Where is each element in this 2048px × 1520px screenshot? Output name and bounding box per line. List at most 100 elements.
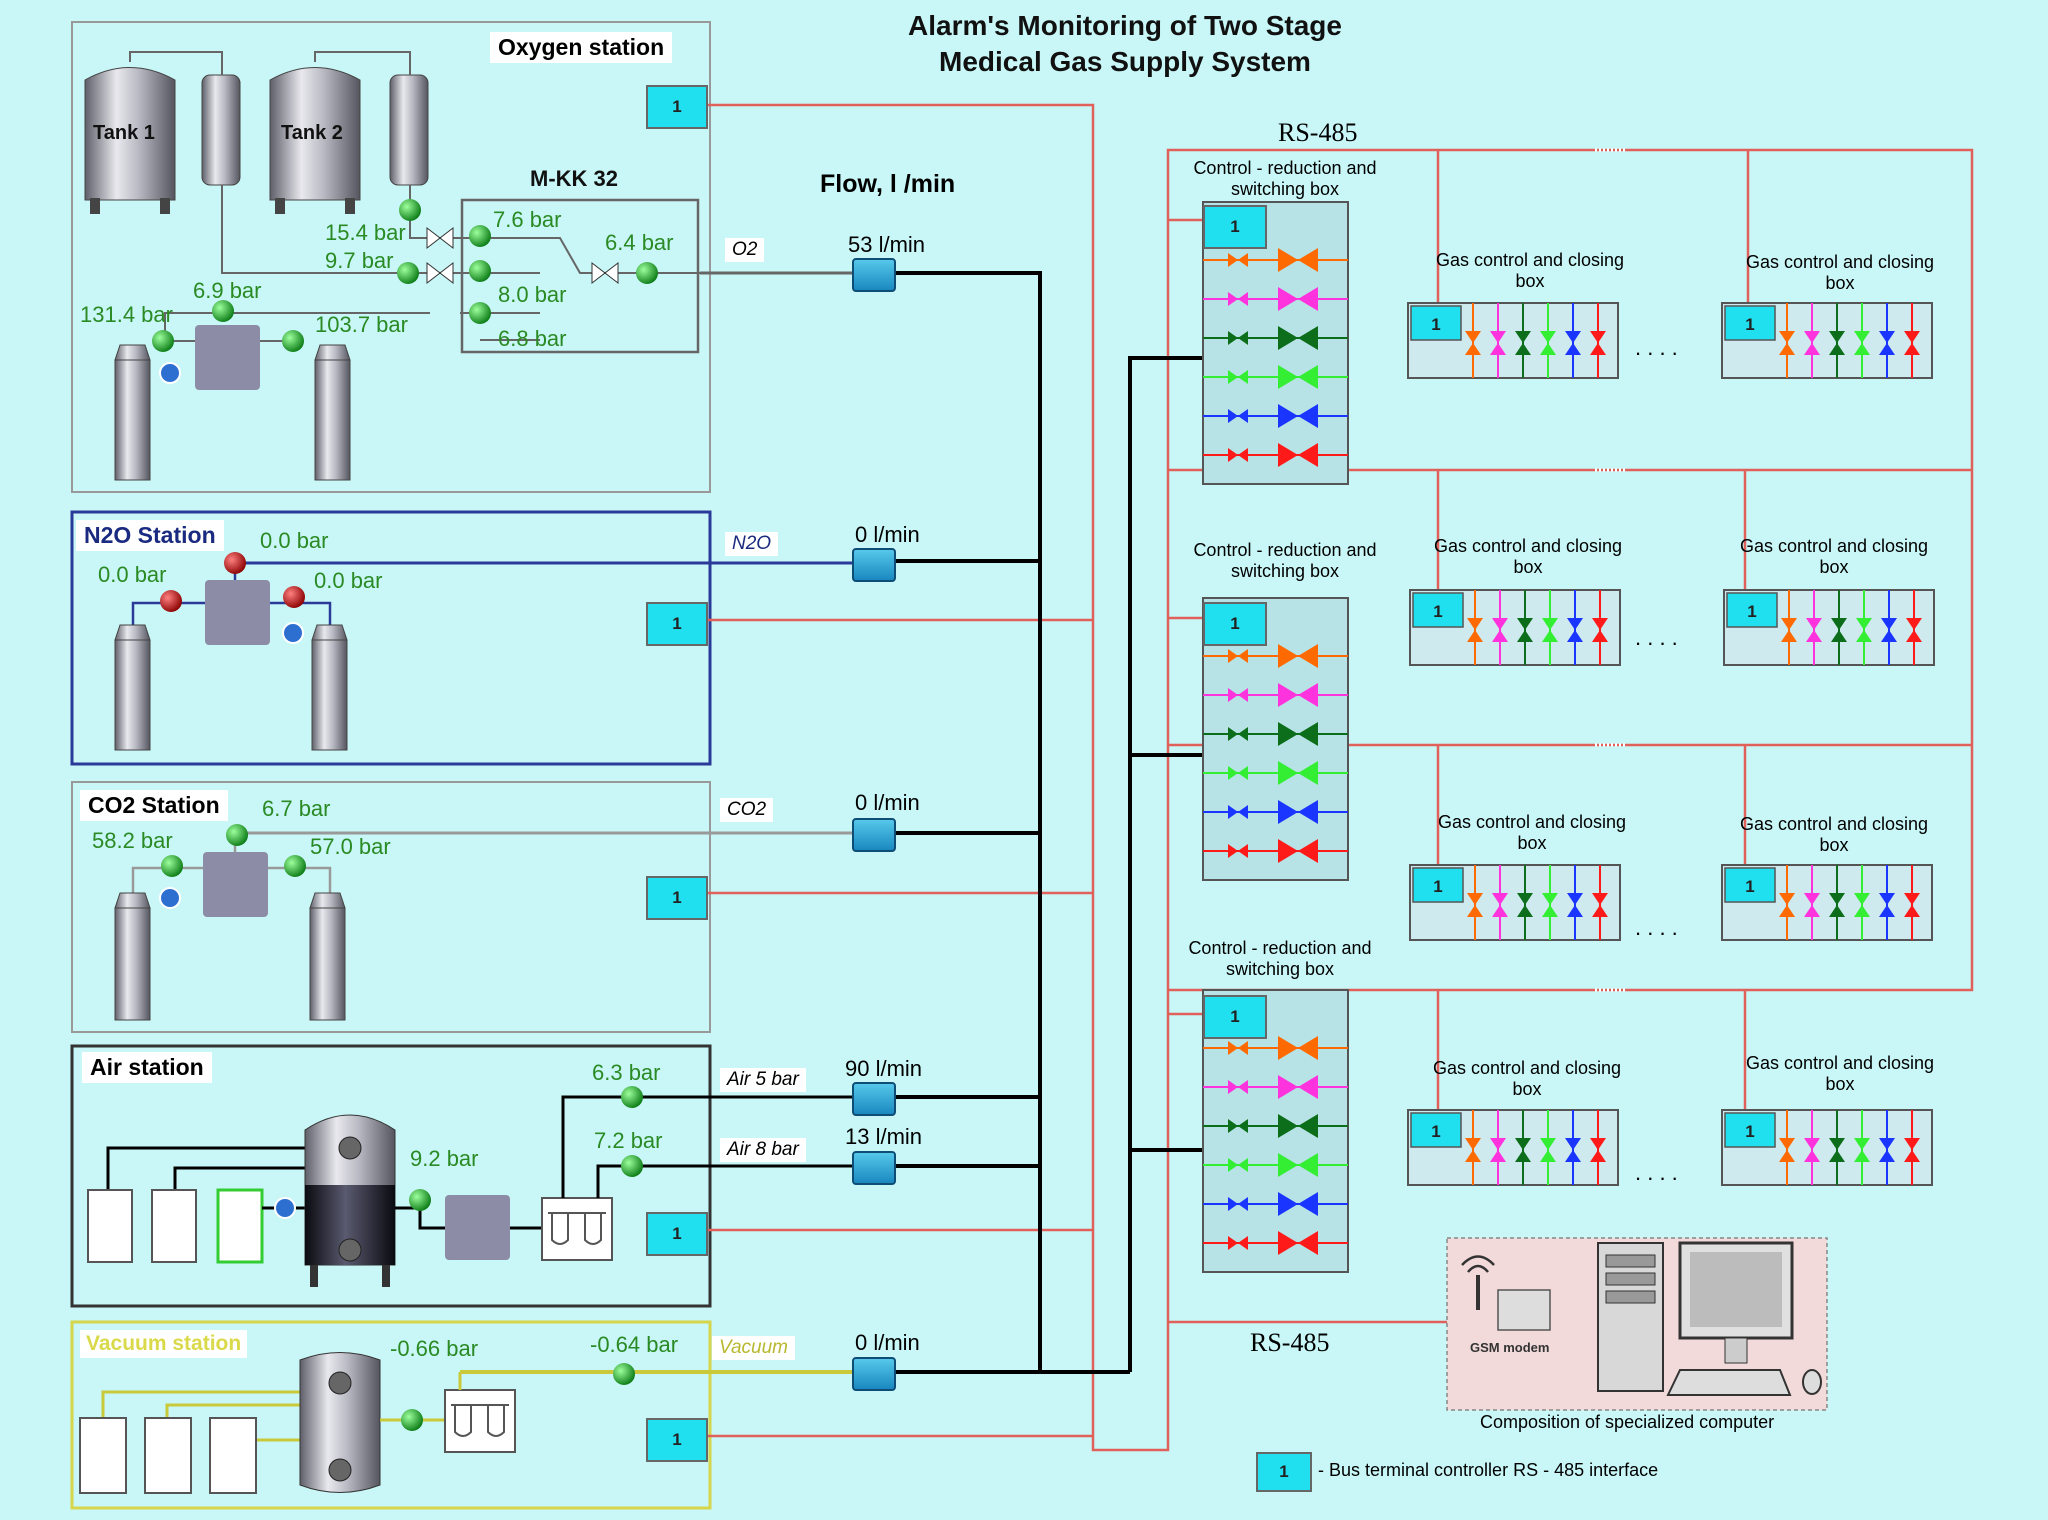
vacuum-flow: 0 l/min: [855, 1330, 920, 1355]
gas-box-terminal[interactable]: [1724, 867, 1776, 903]
legend-text: - Bus terminal controller RS - 485 inter…: [1318, 1460, 1659, 1480]
gas-valve-icon: [1904, 1138, 1920, 1150]
gas-valve-icon: [1517, 618, 1533, 630]
gas-row-3-ellipsis: . . . .: [1635, 915, 1678, 940]
oxygen-equipment: [84, 51, 700, 481]
gas-box-terminal[interactable]: [1412, 867, 1464, 903]
gas-valve-icon: [1781, 618, 1797, 630]
o2-pressure-6-8: 6.8 bar: [498, 326, 567, 351]
gas-box-r4-right-label: Gas control and closing box: [1745, 1053, 1935, 1094]
small-valve-icon: [1228, 1080, 1238, 1094]
gas-box-r3-left-label: Gas control and closing box: [1437, 812, 1627, 853]
legend-terminal-swatch: 1: [1256, 1452, 1312, 1492]
vacuum-pressure-left: -0.66 bar: [390, 1336, 479, 1361]
gas-valve-icon: [1590, 1138, 1606, 1150]
gas-box-terminal[interactable]: [1410, 1112, 1462, 1148]
small-valve-icon: [1228, 1119, 1238, 1133]
gas-valve-icon: [1804, 331, 1820, 343]
gas-box-terminal[interactable]: [1726, 592, 1778, 628]
gas-box-terminal-label: 1: [1431, 315, 1440, 334]
bus-dotted-segments: [1595, 148, 1625, 992]
n2o-gas-label: N2O: [725, 532, 779, 556]
small-valve-icon: [1228, 688, 1238, 702]
large-valve-icon: [1278, 1192, 1298, 1216]
o2-pressure-103-7: 103.7 bar: [315, 312, 408, 337]
large-valve-icon: [1278, 326, 1298, 350]
gas-box-terminal[interactable]: [1410, 305, 1462, 341]
small-valve-icon: [1228, 292, 1238, 306]
large-valve-icon: [1278, 443, 1298, 467]
air8-gas-label: Air 8 bar: [720, 1138, 806, 1162]
gas-valve-icon: [1779, 893, 1795, 905]
gas-valve-icon: [1517, 893, 1533, 905]
vacuum-pressure-right: -0.64 bar: [590, 1332, 679, 1357]
large-valve-icon: [1278, 248, 1298, 272]
control-box-2-terminal[interactable]: 1: [1203, 602, 1267, 646]
gas-box-r1-left-label: Gas control and closing box: [1435, 250, 1625, 291]
co2-flow: 0 l/min: [855, 790, 920, 815]
co2-station-header: CO2 Station: [80, 790, 228, 821]
o2-pressure-6-9: 6.9 bar: [193, 278, 262, 303]
air5-gas-label: Air 5 bar: [720, 1068, 806, 1092]
o2-pressure-15-4: 15.4 bar: [325, 220, 406, 245]
control-box-3-terminal[interactable]: 1: [1203, 995, 1267, 1039]
n2o-equipment: [114, 552, 348, 751]
gas-valve-icon: [1565, 331, 1581, 343]
gas-valve-icon: [1906, 618, 1922, 630]
gas-box-terminal[interactable]: [1724, 305, 1776, 341]
large-valve-icon: [1278, 287, 1298, 311]
air5-flow-meter: [852, 1082, 896, 1116]
n2o-bus-terminal[interactable]: 1: [646, 602, 708, 646]
co2-bus-terminal[interactable]: 1: [646, 876, 708, 920]
large-valve-icon: [1278, 1231, 1298, 1255]
gas-valve-icon: [1490, 331, 1506, 343]
o2-flow-meter: [852, 258, 896, 292]
large-valve-icon: [1278, 683, 1298, 707]
computer-caption: Composition of specialized computer: [1480, 1412, 1775, 1432]
control-box-3-label: Control - reduction and switching box: [1188, 938, 1372, 979]
title-line-1: Alarm's Monitoring of Two Stage: [908, 10, 1342, 41]
gas-valve-icon: [1831, 618, 1847, 630]
oxygen-bus-terminal[interactable]: 1: [646, 85, 708, 129]
gas-box-terminal[interactable]: [1724, 1112, 1776, 1148]
gas-valve-icon: [1592, 893, 1608, 905]
co2-equipment: [114, 824, 346, 1021]
large-valve-icon: [1278, 722, 1298, 746]
o2-pressure-9-7: 9.7 bar: [325, 248, 394, 273]
gas-valve-icon: [1904, 331, 1920, 343]
control-box-1-terminal[interactable]: 1: [1203, 205, 1267, 249]
gas-box-terminal-label: 1: [1747, 602, 1756, 621]
small-valve-icon: [1228, 1236, 1238, 1250]
gas-valve-icon: [1465, 1138, 1481, 1150]
gas-valve-icon: [1854, 893, 1870, 905]
mkk32-label: M-KK 32: [530, 166, 619, 191]
vacuum-gas-label: Vacuum: [712, 1336, 795, 1360]
control-box-1: [1202, 201, 1349, 485]
title-line-2: Medical Gas Supply System: [939, 46, 1311, 77]
gas-valve-icon: [1879, 1138, 1895, 1150]
large-valve-icon: [1278, 365, 1298, 389]
gas-box-r3-right-label: Gas control and closing box: [1739, 814, 1929, 855]
vacuum-flow-meter: [852, 1357, 896, 1391]
gas-box-terminal-label: 1: [1431, 1122, 1440, 1141]
air-pressure-6-3: 6.3 bar: [592, 1060, 661, 1085]
gas-valve-icon: [1856, 618, 1872, 630]
vacuum-bus-terminal[interactable]: 1: [646, 1418, 708, 1462]
gas-valve-icon: [1515, 331, 1531, 343]
gas-valve-icon: [1854, 331, 1870, 343]
gas-valve-icon: [1592, 618, 1608, 630]
o2-pressure-7-6: 7.6 bar: [493, 207, 562, 232]
air-pressure-7-2: 7.2 bar: [594, 1128, 663, 1153]
co2-station-frame: [71, 781, 711, 1033]
air-bus-terminal[interactable]: 1: [646, 1212, 708, 1256]
co2-pressure-left: 58.2 bar: [92, 828, 173, 853]
co2-flow-meter: [852, 818, 896, 852]
small-valve-icon: [1228, 649, 1238, 663]
large-valve-icon: [1278, 644, 1298, 668]
large-valve-icon: [1278, 1036, 1298, 1060]
gas-box-r2-left-label: Gas control and closing box: [1433, 536, 1623, 577]
gas-box-terminal[interactable]: [1412, 592, 1464, 628]
gas-valve-icon: [1540, 331, 1556, 343]
large-valve-icon: [1278, 404, 1298, 428]
gas-valve-icon: [1492, 618, 1508, 630]
